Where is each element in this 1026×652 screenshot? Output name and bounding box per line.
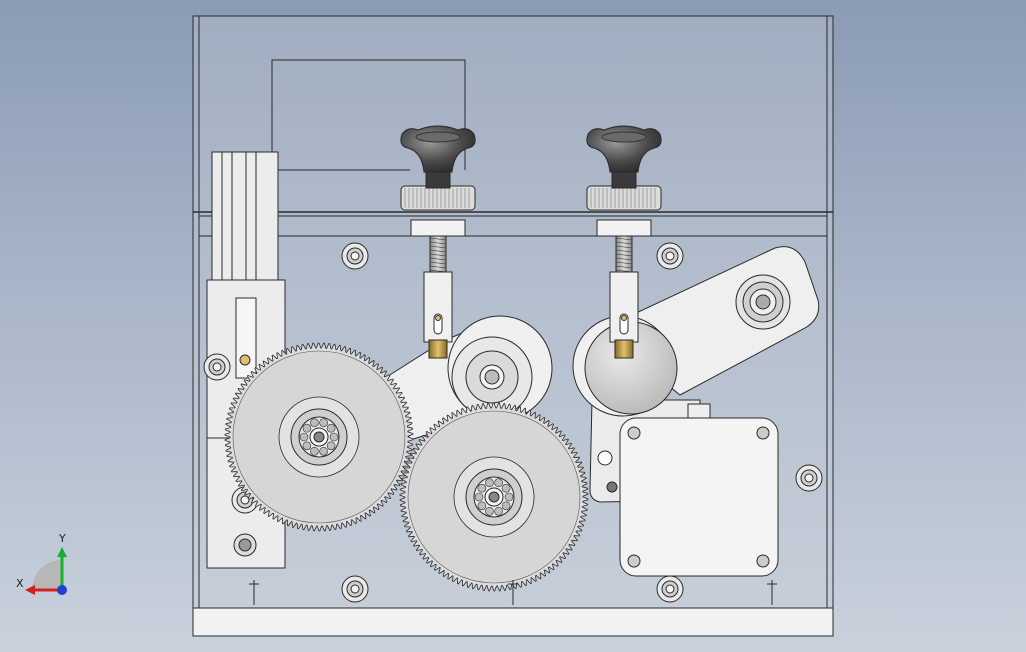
y-axis-label: Y xyxy=(59,532,66,545)
knob-right[interactable] xyxy=(586,125,662,359)
gear-large-left xyxy=(224,342,414,532)
x-axis-head xyxy=(25,585,35,595)
stepper-motor xyxy=(619,417,779,577)
press-roller xyxy=(572,315,678,417)
hole-callouts xyxy=(249,580,777,605)
screw-1 xyxy=(341,242,369,270)
knob-left[interactable] xyxy=(400,125,476,359)
bearing-arm xyxy=(735,274,791,330)
screw-6 xyxy=(656,575,684,603)
gear-large-center xyxy=(399,402,589,592)
x-axis-label: X xyxy=(16,577,24,590)
y-axis-head xyxy=(57,547,67,557)
z-axis-dot xyxy=(57,585,67,595)
screw-3 xyxy=(203,353,231,381)
screw-4 xyxy=(795,464,823,492)
screw-2 xyxy=(656,242,684,270)
coordinate-triad[interactable] xyxy=(25,547,67,595)
triad-plane xyxy=(32,560,62,590)
screw-5 xyxy=(341,575,369,603)
adjust-knobs xyxy=(400,125,662,359)
gear-train xyxy=(224,342,589,592)
